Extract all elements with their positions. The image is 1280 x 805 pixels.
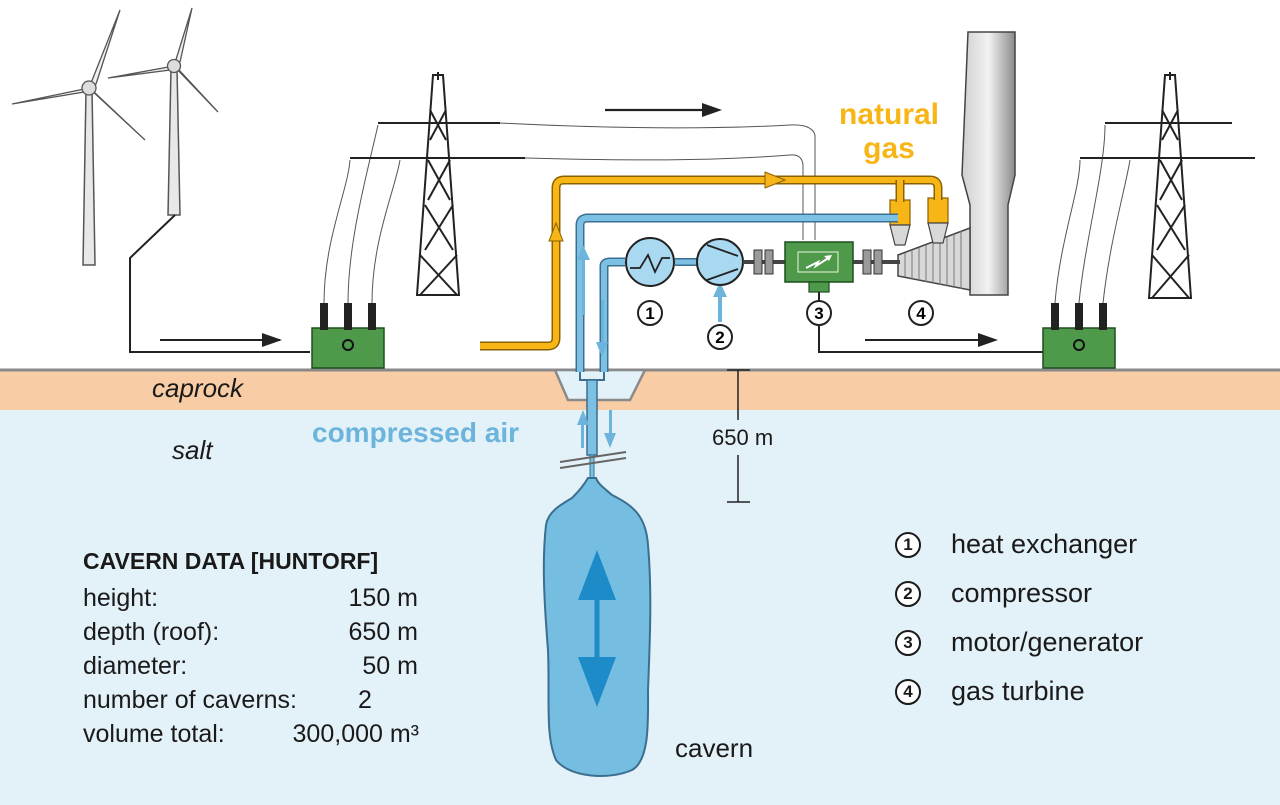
transmission-wires-right [1054, 124, 1131, 304]
cavern-data-value: 2 [358, 686, 372, 714]
compressor-icon [696, 238, 744, 286]
wind-turbine-icon [11, 9, 146, 266]
cavern-label: cavern [675, 733, 754, 763]
overhead-lines [499, 122, 816, 240]
legend-item: 2 compressor [895, 569, 1143, 618]
cavern-data-value: 650 m [348, 618, 418, 646]
cavern-data-row: number of caverns: 2 [83, 683, 419, 717]
air-flow-arrows [577, 245, 727, 448]
cavern-data-key: volume total: [83, 720, 225, 748]
cavern-data-heading: CAVERN DATA [HUNTORF] [83, 548, 379, 574]
cavern-data-row: depth (roof): 650 m [83, 615, 419, 649]
natural-gas-label-line2: gas [863, 132, 915, 165]
salt-label: salt [172, 435, 213, 465]
svg-text:2: 2 [715, 328, 724, 347]
svg-text:1: 1 [645, 304, 654, 323]
flow-arrow-head [978, 333, 998, 347]
transmission-wires-left [323, 124, 401, 304]
shaft-pit [553, 368, 648, 402]
chimney-icon [961, 31, 1016, 296]
valve-mark [559, 451, 627, 463]
legend-number: 3 [895, 629, 921, 656]
natural-gas-label: natural gas [839, 98, 939, 166]
legend-text: heat exchanger [951, 529, 1138, 559]
heat-exchanger-icon [625, 237, 675, 287]
cavern-data-key: number of caverns: [83, 686, 297, 714]
cavern-data-value: 50 m [362, 652, 418, 680]
cavern-data-row: volume total: 300,000 m³ [83, 717, 419, 751]
legend-number: 1 [895, 531, 921, 558]
cavern-data-row: diameter: 50 m [83, 649, 419, 683]
component-number-markers: 1 2 3 4 [637, 300, 934, 350]
legend-text: compressor [951, 578, 1093, 608]
cavern [542, 477, 652, 777]
legend-item: 1 heat exchanger [895, 520, 1143, 569]
svg-text:4: 4 [916, 304, 926, 323]
legend-number: 2 [895, 580, 921, 607]
gas-turbine-icon [889, 197, 971, 291]
flow-arrow-head [548, 221, 564, 242]
valve-mark [559, 457, 627, 469]
wind-turbine-icon [107, 7, 219, 216]
cavern-data-row: height: 150 m [83, 581, 419, 615]
cavern-data-key: height: [83, 584, 159, 612]
legend-number: 4 [895, 678, 921, 705]
cavern-data-key: diameter: [83, 652, 188, 680]
cavern-data-value: 150 m [348, 584, 418, 612]
wind-power-line [129, 214, 310, 353]
flow-arrow-head [764, 171, 787, 189]
legend-item: 3 motor/generator [895, 618, 1143, 667]
compressed-air-label: compressed air [312, 417, 519, 448]
power-pylon-icon [1080, 72, 1255, 299]
svg-text:3: 3 [814, 304, 823, 323]
transformer-icon [311, 303, 385, 369]
depth-marker [727, 369, 750, 503]
depth-label: 650 m [712, 425, 774, 450]
flow-arrow-head [262, 333, 282, 347]
component-legend: 1 heat exchanger 2 compressor 3 motor/ge… [895, 520, 1143, 716]
natural-gas-pipe [480, 175, 943, 351]
cavern-data-value: 300,000 m³ [292, 720, 419, 748]
caprock-label: caprock [152, 373, 244, 403]
generator-output-line [818, 292, 1045, 353]
motor-generator-icon [784, 241, 854, 293]
legend-text: gas turbine [951, 676, 1085, 706]
cavern-data-table: CAVERN DATA [HUNTORF] height: 150 m dept… [83, 548, 419, 751]
natural-gas-label-line1: natural [839, 98, 940, 131]
cavern-data-key: depth (roof): [83, 618, 220, 646]
legend-text: motor/generator [951, 627, 1144, 657]
legend-item: 4 gas turbine [895, 667, 1143, 716]
transformer-icon [1042, 303, 1116, 369]
power-pylon-icon [350, 72, 525, 296]
compressed-air-pipe [575, 213, 898, 481]
flow-arrow-head [702, 103, 722, 117]
